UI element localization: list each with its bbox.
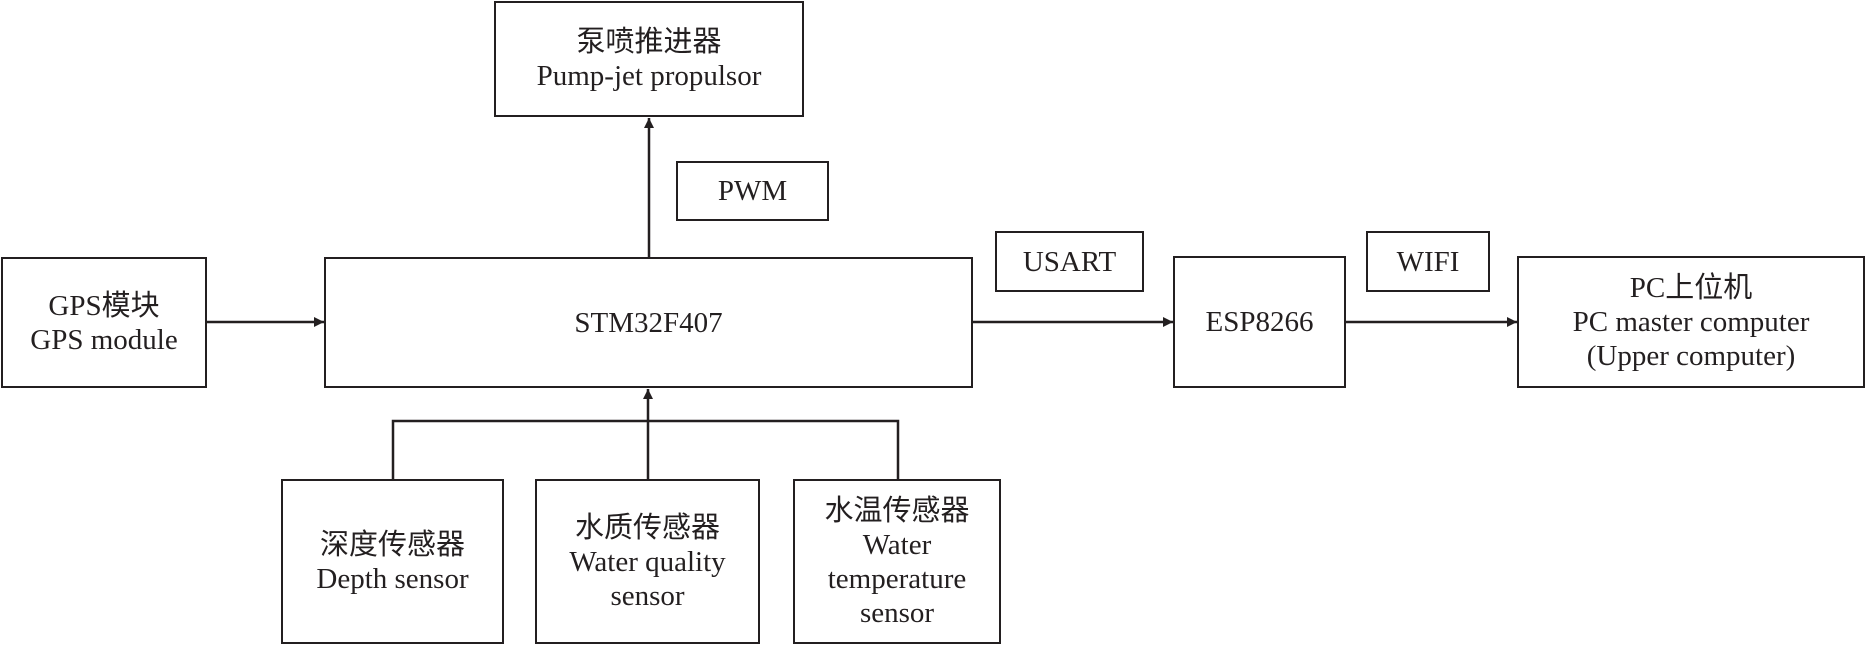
pwm-label-box: PWM: [676, 161, 829, 221]
gps-text-line: GPS模块: [48, 289, 160, 322]
esp8266-block: ESP8266: [1173, 256, 1346, 388]
stm32f407-block: STM32F407: [324, 257, 973, 388]
pc-text-line: (Upper computer): [1586, 340, 1796, 372]
quality-text-line: sensor: [610, 579, 685, 612]
sensor-bus-line: [391, 419, 900, 479]
quality-text-line: 水质传感器: [574, 511, 720, 544]
temp-text-line: sensor: [859, 596, 935, 629]
quality-text-line: Water quality: [569, 545, 726, 578]
pump-text-line: 泵喷推进器: [576, 26, 722, 58]
pump-text-line: Pump-jet propulsor: [536, 60, 762, 92]
esp-text-line: ESP8266: [1205, 306, 1314, 338]
depth-text-line: Depth sensor: [316, 562, 469, 595]
pc-text-line: PC master computer: [1572, 306, 1810, 338]
pwm-text-line: PWM: [717, 175, 788, 207]
temp-text-line: Water: [862, 528, 932, 561]
wifi-text-line: WIFI: [1396, 245, 1460, 278]
pc-text-line: PC上位机: [1629, 272, 1753, 304]
usart-label-box: USART: [995, 231, 1144, 292]
depth-text-line: 深度传感器: [319, 528, 465, 561]
gps-text-line: GPS module: [30, 323, 178, 356]
temp-text-line: temperature: [827, 562, 967, 595]
temp-text-line: 水温传感器: [824, 494, 970, 527]
wifi-label-box: WIFI: [1366, 231, 1490, 292]
stm-text-line: STM32F407: [574, 306, 723, 339]
usart-text-line: USART: [1022, 245, 1117, 278]
